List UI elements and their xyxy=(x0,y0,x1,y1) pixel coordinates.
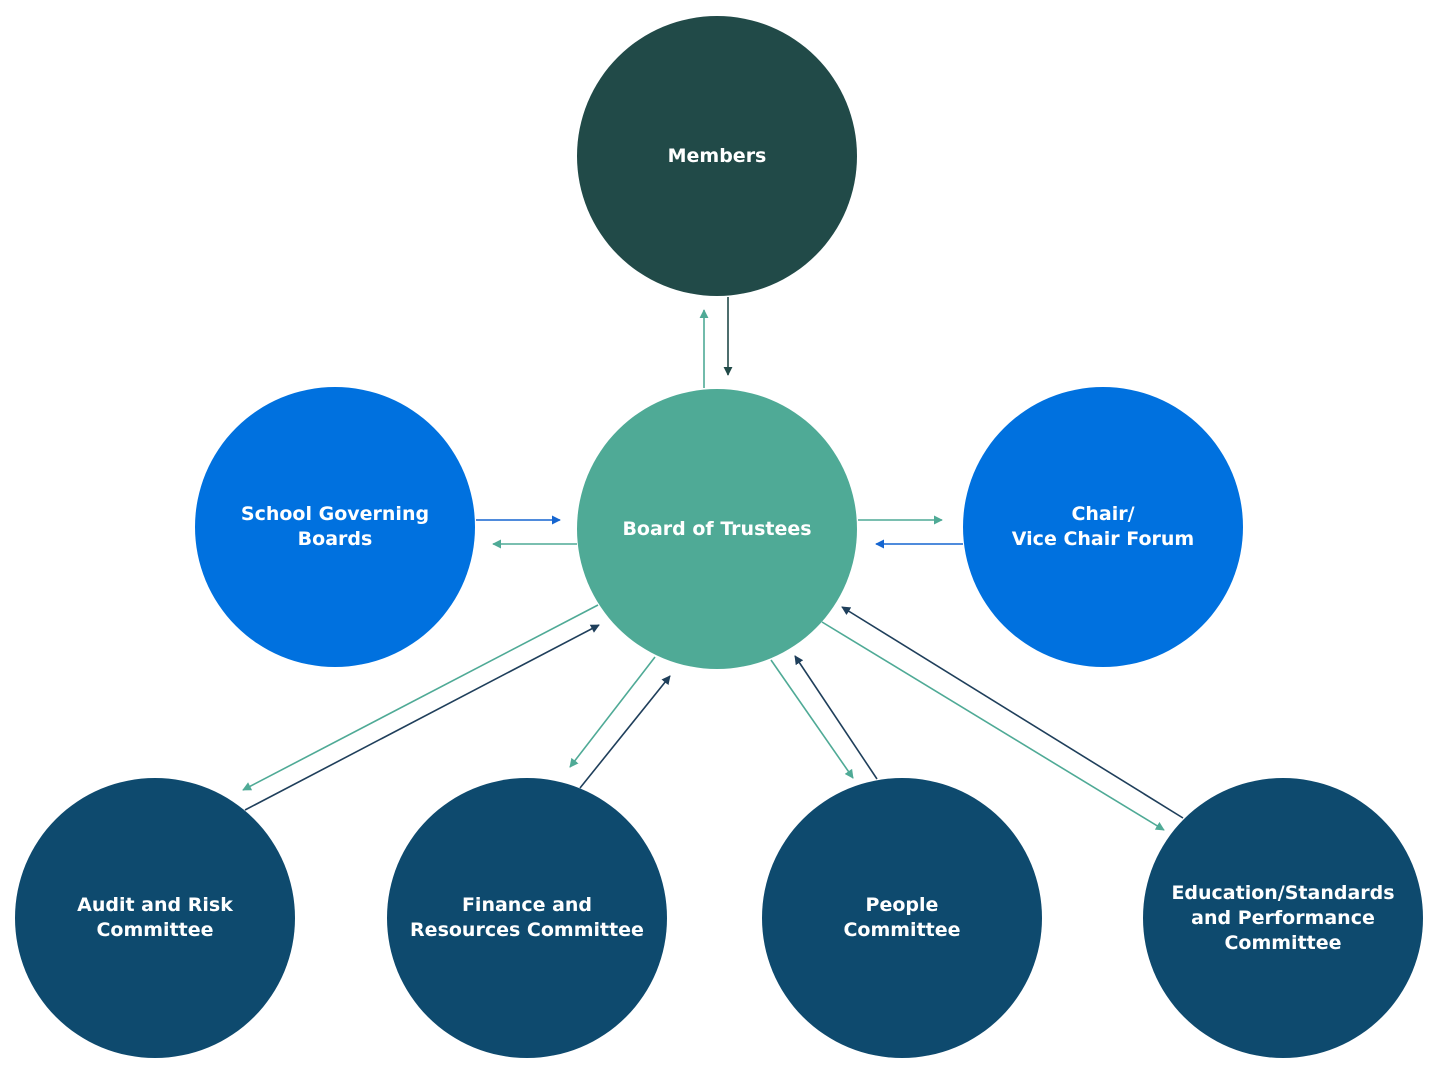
node-audit-and-risk-committee: Audit and Risk Committee xyxy=(15,778,295,1058)
node-education-standards-committee: Education/Standards and Performance Comm… xyxy=(1143,778,1423,1058)
arrow-education-to-board xyxy=(841,606,1184,819)
node-audit-label: Audit and Risk Committee xyxy=(77,894,233,941)
node-members: Members xyxy=(577,16,857,296)
node-members-label: Members xyxy=(667,144,767,167)
node-people-committee: People Committee xyxy=(762,778,1042,1058)
node-chair-vice-chair-forum: Chair/ Vice Chair Forum xyxy=(963,387,1243,667)
arrow-board-to-people xyxy=(770,659,854,779)
node-education-label: Education/Standards and Performance Comm… xyxy=(1171,881,1395,954)
arrow-finance-to-board xyxy=(579,675,671,789)
node-school-governing-boards: School Governing Boards xyxy=(195,387,475,667)
arrow-board-to-education xyxy=(821,621,1165,831)
node-people-label: People Committee xyxy=(843,894,961,941)
node-chair-label: Chair/ Vice Chair Forum xyxy=(1011,503,1195,550)
arrow-audit-to-board xyxy=(244,624,600,811)
node-school-label: School Governing Boards xyxy=(240,503,430,550)
arrow-board-to-audit xyxy=(242,604,599,791)
arrow-board-to-finance xyxy=(569,656,656,768)
node-finance-label: Finance and Resources Committee xyxy=(410,894,644,941)
node-board-label: Board of Trustees xyxy=(622,517,812,540)
node-finance-and-resources-committee: Finance and Resources Committee xyxy=(387,778,667,1058)
arrow-people-to-board xyxy=(794,655,878,780)
node-board-of-trustees: Board of Trustees xyxy=(577,389,857,669)
